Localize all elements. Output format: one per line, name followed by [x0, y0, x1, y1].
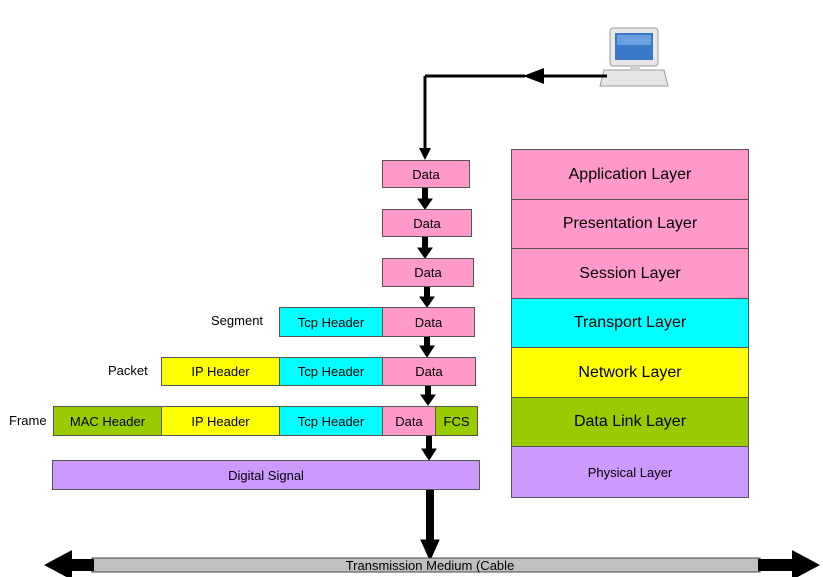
- layer-label: Session Layer: [579, 264, 681, 282]
- data-box: Data: [382, 357, 476, 386]
- osi-layer-presentation: Presentation Layer: [511, 199, 749, 249]
- mac-header-box: MAC Header: [53, 406, 162, 436]
- layer-label: Physical Layer: [587, 464, 673, 480]
- ip-header-box: IP Header: [161, 406, 280, 436]
- data-box: Data: [382, 209, 472, 237]
- arrowhead: [523, 68, 544, 84]
- osi-layer-session: Session Layer: [511, 248, 749, 299]
- data-box: Data: [382, 406, 436, 436]
- tcp-header-box: Tcp Header: [279, 307, 383, 337]
- osi-layer-physical: Physical Layer: [511, 446, 749, 498]
- transmission-medium-label: Transmission Medium (Cable: [345, 558, 515, 573]
- osi-layer-application: Application Layer: [511, 149, 749, 200]
- digital-signal-box: Digital Signal: [52, 460, 480, 490]
- data-box: Data: [382, 307, 475, 337]
- computer-icon: [599, 27, 669, 87]
- osi-layer-network: Network Layer: [511, 347, 749, 398]
- segment-label: Segment: [211, 313, 264, 328]
- layer-label: Transport Layer: [573, 314, 687, 331]
- data-box: Data: [382, 258, 474, 287]
- osi-layer-transport: Transport Layer: [511, 298, 749, 348]
- transmission-medium-bar: [44, 550, 820, 577]
- frame-label: Frame: [9, 413, 47, 428]
- data-box: Data: [382, 160, 470, 188]
- layer-label: Data Link Layer: [573, 413, 687, 430]
- layer-label: Presentation Layer: [562, 215, 698, 232]
- packet-label: Packet: [108, 363, 148, 378]
- ip-header-box: IP Header: [161, 357, 280, 386]
- layer-label: Network Layer: [578, 363, 682, 381]
- layer-label: Application Layer: [568, 165, 692, 183]
- tcp-header-box: Tcp Header: [279, 357, 383, 386]
- tcp-header-box: Tcp Header: [279, 406, 383, 436]
- osi-layer-data-link: Data Link Layer: [511, 397, 749, 447]
- fcs-box: FCS: [435, 406, 478, 436]
